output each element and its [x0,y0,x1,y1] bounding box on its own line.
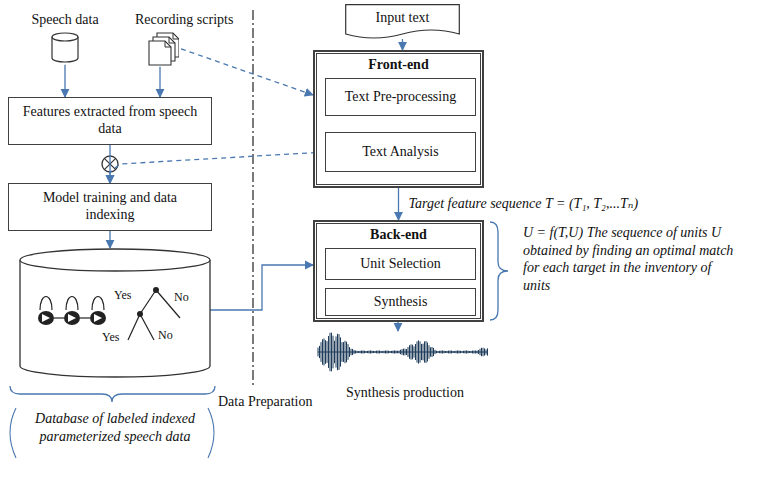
process-box: Text Analysis [325,132,476,172]
node-text: Unit Selection [360,256,441,273]
waveform [318,333,488,372]
node-text: Speech data [15,12,115,29]
flow-arrow [402,39,403,50]
separator-line [252,10,253,385]
stage-box: Back-endUnit SelectionSynthesis [313,220,484,322]
branch-label: Yes [114,288,131,302]
database-drawing [18,248,212,378]
process-box: Synthesis [325,288,476,316]
flow-arrow [110,152,325,183]
process-box: Text Pre-processing [325,78,476,116]
process-box: Unit Selection [325,248,476,280]
annotation: U = f(T,U) The sequence of units U obtai… [523,224,741,294]
node-text: Input text [345,10,460,27]
node-text: Text Pre-processing [345,89,456,106]
flow-arrow [210,265,313,310]
branch-label: No [174,290,189,304]
flow-arrow [159,67,160,97]
output-label: Synthesis production [340,384,470,402]
node-text: Text Analysis [362,144,438,161]
node-text: Features extracted from speech data [17,104,203,138]
stage-heading: Back-end [315,227,482,244]
branch-label: No [158,328,173,342]
flow-arrow [64,65,65,97]
database-caption: Database of labeled indexed parameterize… [22,410,208,445]
node-text: Recording scripts [135,12,255,29]
brace [490,222,508,320]
node-text: Model training and data indexing [17,190,203,224]
output-arrow [397,322,398,331]
source-icon: Speech data [15,12,115,65]
document-shape: Input text [345,4,460,42]
flow-arrow [398,188,399,220]
process-box: Model training and data indexing [8,183,212,231]
edge-label: Target feature sequence T = (T₁, T₂,...T… [407,195,641,213]
label-outline [208,408,214,458]
flow-arrow [109,145,110,183]
script-pages [145,31,179,67]
brace [10,386,215,402]
label-outline [10,408,16,458]
flow-arrow [109,231,110,248]
section-label: Data Preparation [218,393,338,411]
stage-box: Front-endText Pre-processingText Analysi… [313,50,484,188]
branch-label: Yes [102,330,119,344]
database-symbol: YesNoYesNo [18,248,212,378]
flow-arrow [181,49,313,95]
node-text: Synthesis [374,294,428,311]
data-cylinder [48,31,82,65]
source-icon: Recording scripts [135,12,255,67]
process-box: Features extracted from speech data [8,97,212,145]
stage-heading: Front-end [315,57,482,74]
